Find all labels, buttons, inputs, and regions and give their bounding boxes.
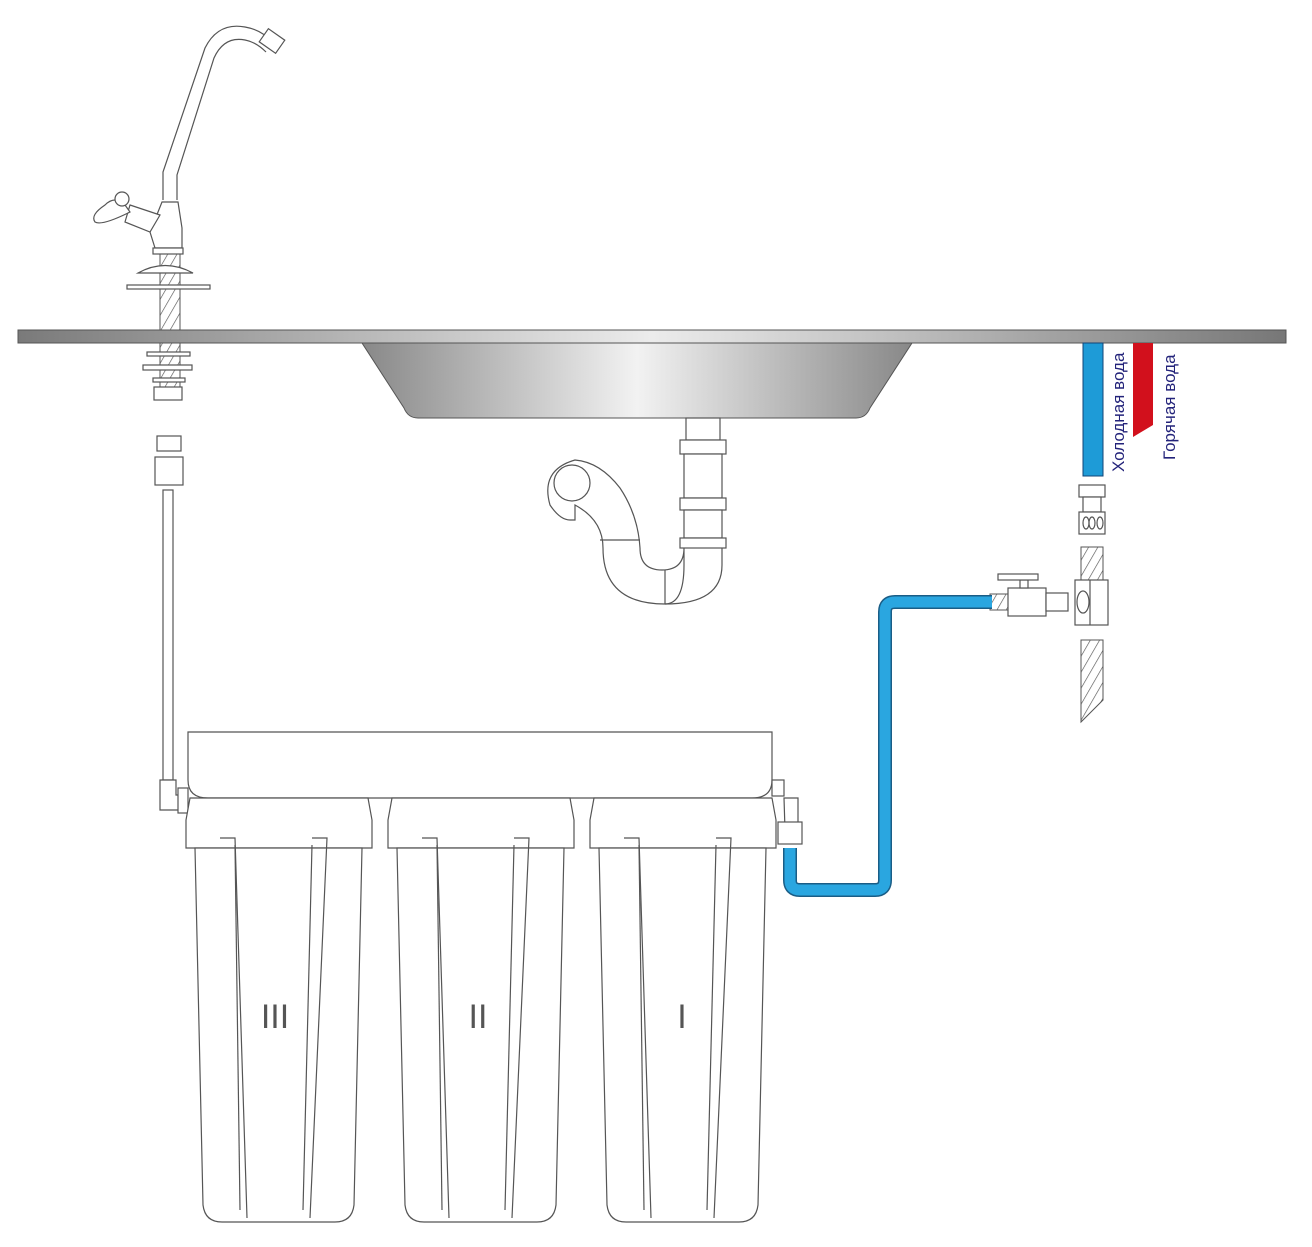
- tee-adapter: [1074, 484, 1109, 724]
- filter-bowl-2: II: [387, 797, 575, 1223]
- cold-water-label: Холодная вода: [1109, 352, 1128, 472]
- inlet-hose: [783, 595, 992, 897]
- countertop: [17, 329, 1287, 344]
- sink-siphon: [547, 417, 727, 605]
- hot-water-label: Горячая вода: [1160, 354, 1179, 460]
- sink-bowl: [361, 342, 913, 419]
- filter-stage-label: III: [261, 998, 289, 1036]
- filter-bowl-3: III: [185, 797, 373, 1223]
- filter-bowl-1: I: [589, 797, 777, 1223]
- hot-water-pipe: [1133, 343, 1153, 437]
- filter-stage-label: II: [469, 998, 488, 1036]
- filter-stage-label: I: [677, 998, 686, 1036]
- faucet: [93, 25, 286, 811]
- ball-valve[interactable]: [989, 573, 1069, 617]
- filter-housing-head: [177, 731, 803, 845]
- cold-water-pipe: [1082, 342, 1104, 477]
